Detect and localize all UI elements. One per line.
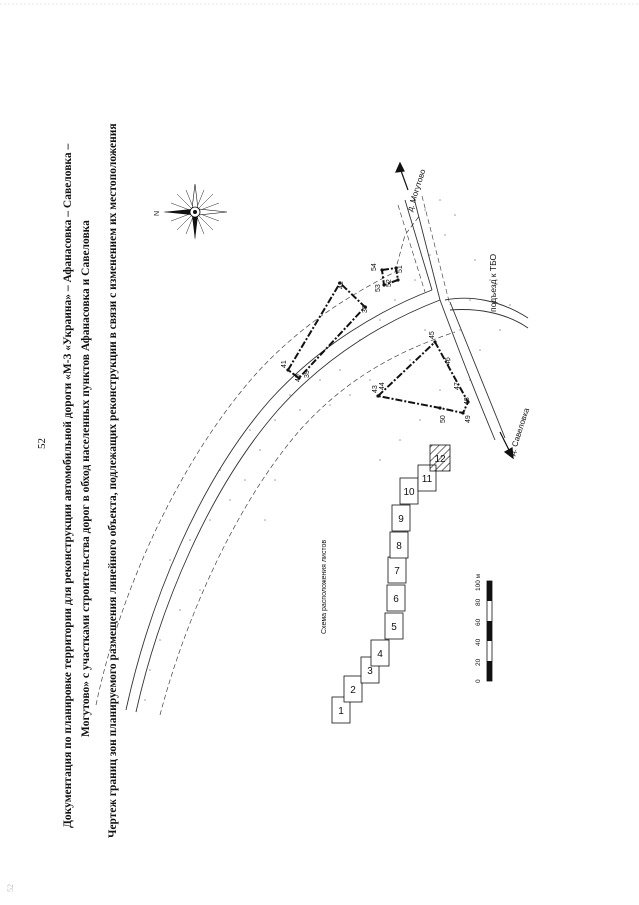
svg-text:2: 2 [350,685,356,696]
sheet-4: 4 [370,639,390,667]
sheet-12-highlighted: 12 [429,444,451,472]
point-label: 54 [371,263,378,271]
sheet-2: 2 [343,675,363,703]
point-label: 45 [429,331,436,339]
svg-text:6: 6 [393,594,399,605]
scale-bar: 0 20 40 60 80 100 м [475,573,493,683]
sheet-7: 7 [387,556,407,584]
corridor-boundary [95,214,456,716]
sheet-11: 11 [417,464,437,492]
scale-tick: 80 [475,598,482,606]
svg-text:5: 5 [391,622,397,633]
svg-text:1: 1 [338,706,344,717]
svg-text:10: 10 [403,487,415,498]
point-label: 48 [464,397,471,405]
zone-vertices [286,266,470,415]
north-arrow-icon: N [154,183,228,240]
terrain-texture [144,199,511,701]
sheet-scheme: Схема расположения листов 1 2 3 4 5 6 7 … [321,444,451,724]
point-label: 53 [375,284,382,292]
point-label: 44 [379,382,386,390]
svg-text:4: 4 [377,649,383,660]
scale-tick: 100 м [475,573,482,591]
point-label: 52 [386,279,393,287]
sheet-scheme-title: Схема расположения листов [321,540,328,634]
sheet-6: 6 [386,584,406,612]
point-label: 43 [372,385,379,393]
svg-text:9: 9 [398,514,404,525]
svg-text:3: 3 [367,666,373,677]
scale-tick: 60 [475,618,482,626]
point-label: 51 [397,265,404,273]
point-label: 50 [440,415,447,423]
sheet-9: 9 [391,504,411,532]
svg-text:8: 8 [396,541,402,552]
sheet-1: 1 [331,696,351,724]
point-label: 49 [465,415,472,423]
svg-text:7: 7 [394,566,400,577]
svg-text:11: 11 [422,474,433,485]
road-labels: д. Могутово д. Савеловка подъезд к ТБО [405,168,531,457]
scale-tick: 0 [475,679,482,683]
point-label: 39 [304,370,311,378]
sheet-10: 10 [399,477,419,505]
mogutovo-road [397,195,451,306]
svg-text:12: 12 [434,454,446,465]
label-savelovka: д. Савеловка [507,406,531,456]
scale-tick: 40 [475,638,482,646]
main-road [125,289,441,713]
label-tbo: подъезд к ТБО [488,253,498,312]
point-labels: 41 42 40 39 38 53 54 52 51 45 46 43 44 4… [281,263,472,423]
point-label: 47 [454,382,461,390]
sheet-5: 5 [384,612,404,640]
sheet-8: 8 [389,531,409,559]
point-label: 41 [281,360,288,368]
tbo-road [444,297,529,329]
north-label: N [154,211,161,216]
direction-arrows [395,161,514,460]
point-label: 42 [338,281,345,289]
scale-tick: 20 [475,658,482,666]
point-label: 46 [445,357,452,365]
savelovka-road [439,299,506,441]
point-label: 40 [295,374,302,382]
point-label: 38 [362,305,369,313]
